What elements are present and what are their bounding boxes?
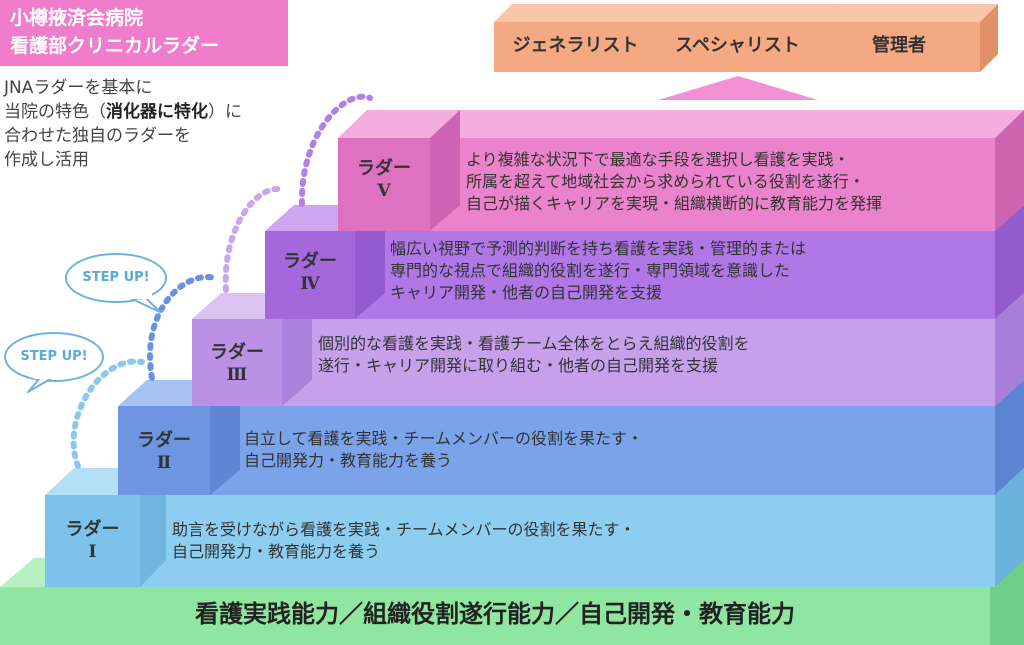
ladder-2-numeral: Ⅱ xyxy=(156,453,172,473)
ladder-5-line: 所属を超えて地域社会から求められている役割を遂行・ xyxy=(466,172,865,191)
ladder-1-description: 助言を受けながら看護を実践・チームメンバーの役割を果たす・ 自己開発力・教育能力… xyxy=(172,519,636,563)
ladder-4-title: ラダー xyxy=(283,251,337,272)
ladder-5-title: ラダー xyxy=(357,158,411,179)
step-arcs xyxy=(70,93,373,469)
ladder-3-line: 遂行・キャリア開発に取り組む・他者の自己開発を支援 xyxy=(318,356,719,375)
ladder-name: 看護部クリニカルラダー xyxy=(10,35,220,57)
ladder-5-line: より複雑な状況下で最適な手段を選択し看護を実践・ xyxy=(466,150,850,169)
ladder-3-description: 個別的な看護を実践・看護チーム全体をとらえ組織的役割を 遂行・キャリア開発に取り… xyxy=(318,333,750,377)
ladder-4-line: 専門的な視点で組織的役割を遂行・専門領域を意識した xyxy=(390,261,791,280)
ladder-4-line: 幅広い視野で予測的判断を持ち看護を実践・管理的または xyxy=(390,239,807,258)
ladder-1-numeral: Ⅰ xyxy=(88,542,97,562)
career-specialist: スペシャリスト xyxy=(675,35,800,56)
ladder-1-line: 助言を受けながら看護を実践・チームメンバーの役割を果たす・ xyxy=(172,520,636,539)
ladder-4-label: ラダー Ⅳ xyxy=(265,251,355,295)
base-competency-label: 看護実践能力／組織役割遂行能力／自己開発・教育能力 xyxy=(195,600,795,628)
ladder-1-title: ラダー xyxy=(65,519,120,540)
ladder-1-label: ラダー Ⅰ xyxy=(45,519,140,563)
ladder-5-description: より複雑な状況下で最適な手段を選択し看護を実践・ 所属を超えて地域社会から求めら… xyxy=(466,149,882,215)
ladder-1-line: 自己開発力・教育能力を養う xyxy=(172,542,381,561)
hospital-title-box: 小樽掖済会病院 看護部クリニカルラダー xyxy=(0,0,288,66)
career-manager: 管理者 xyxy=(872,35,926,56)
ladder-4-description: 幅広い視野で予測的判断を持ち看護を実践・管理的または 専門的な視点で組織的役割を… xyxy=(390,238,806,304)
step-arc-2 xyxy=(147,274,218,381)
step-up-bubble-1 xyxy=(4,332,104,393)
ladder-3-title: ラダー xyxy=(210,342,264,363)
career-boxes xyxy=(494,4,998,72)
ladder-2-description: 自立して看護を実践・チームメンバーの役割を果たす・ 自己開発力・教育能力を養う xyxy=(244,428,643,472)
hospital-name: 小樽掖済会病院 xyxy=(10,7,144,29)
intro-line-2-bold: 消化器に特化 xyxy=(106,102,208,122)
intro-line-2-post: ）に xyxy=(208,102,242,122)
ladder-2-line: 自己開発力・教育能力を養う xyxy=(244,451,453,470)
step-arc-4 xyxy=(298,93,373,207)
ladder-5-label: ラダー Ⅴ xyxy=(338,158,430,202)
intro-line-2-pre: 当院の特色（ xyxy=(4,102,106,122)
career-generalist: ジェネラリスト xyxy=(512,35,639,56)
upward-arrow-icon xyxy=(658,76,818,100)
ladder-2-title: ラダー xyxy=(137,430,191,451)
ladder-5-numeral: Ⅴ xyxy=(377,181,391,201)
ladder-4-line: キャリア開発・他者の自己開発を支援 xyxy=(390,283,663,302)
ladder-2-label: ラダー Ⅱ xyxy=(118,430,210,474)
ladder-5-block xyxy=(338,110,1024,231)
intro-line-1: JNAラダーを基本に xyxy=(4,78,153,98)
intro-line-4: 作成し活用 xyxy=(4,150,89,170)
intro-text: JNAラダーを基本に 当院の特色（消化器に特化）に 合わせた独自のラダーを 作成… xyxy=(4,76,242,172)
step-up-bubble-2 xyxy=(65,253,167,313)
intro-line-3: 合わせた独自のラダーを xyxy=(4,126,191,146)
step-arc-3 xyxy=(222,186,285,293)
ladder-1-block xyxy=(45,468,1024,587)
intro-line-2: 当院の特色（消化器に特化）に xyxy=(4,100,242,124)
ladder-4-numeral: Ⅳ xyxy=(300,274,320,294)
ladder-3-numeral: Ⅲ xyxy=(226,365,248,385)
ladder-2-line: 自立して看護を実践・チームメンバーの役割を果たす・ xyxy=(244,429,644,448)
ladder-5-line: 自己が描くキャリアを実現・組織横断的に教育能力を発揮 xyxy=(466,194,883,213)
ladder-3-label: ラダー Ⅲ xyxy=(192,342,282,386)
step-arc-1 xyxy=(70,358,145,469)
ladder-3-line: 個別的な看護を実践・看護チーム全体をとらえ組織的役割を xyxy=(318,334,750,353)
step-up-label-2: STEP UP! xyxy=(82,270,150,285)
step-up-label-1: STEP UP! xyxy=(20,349,88,364)
